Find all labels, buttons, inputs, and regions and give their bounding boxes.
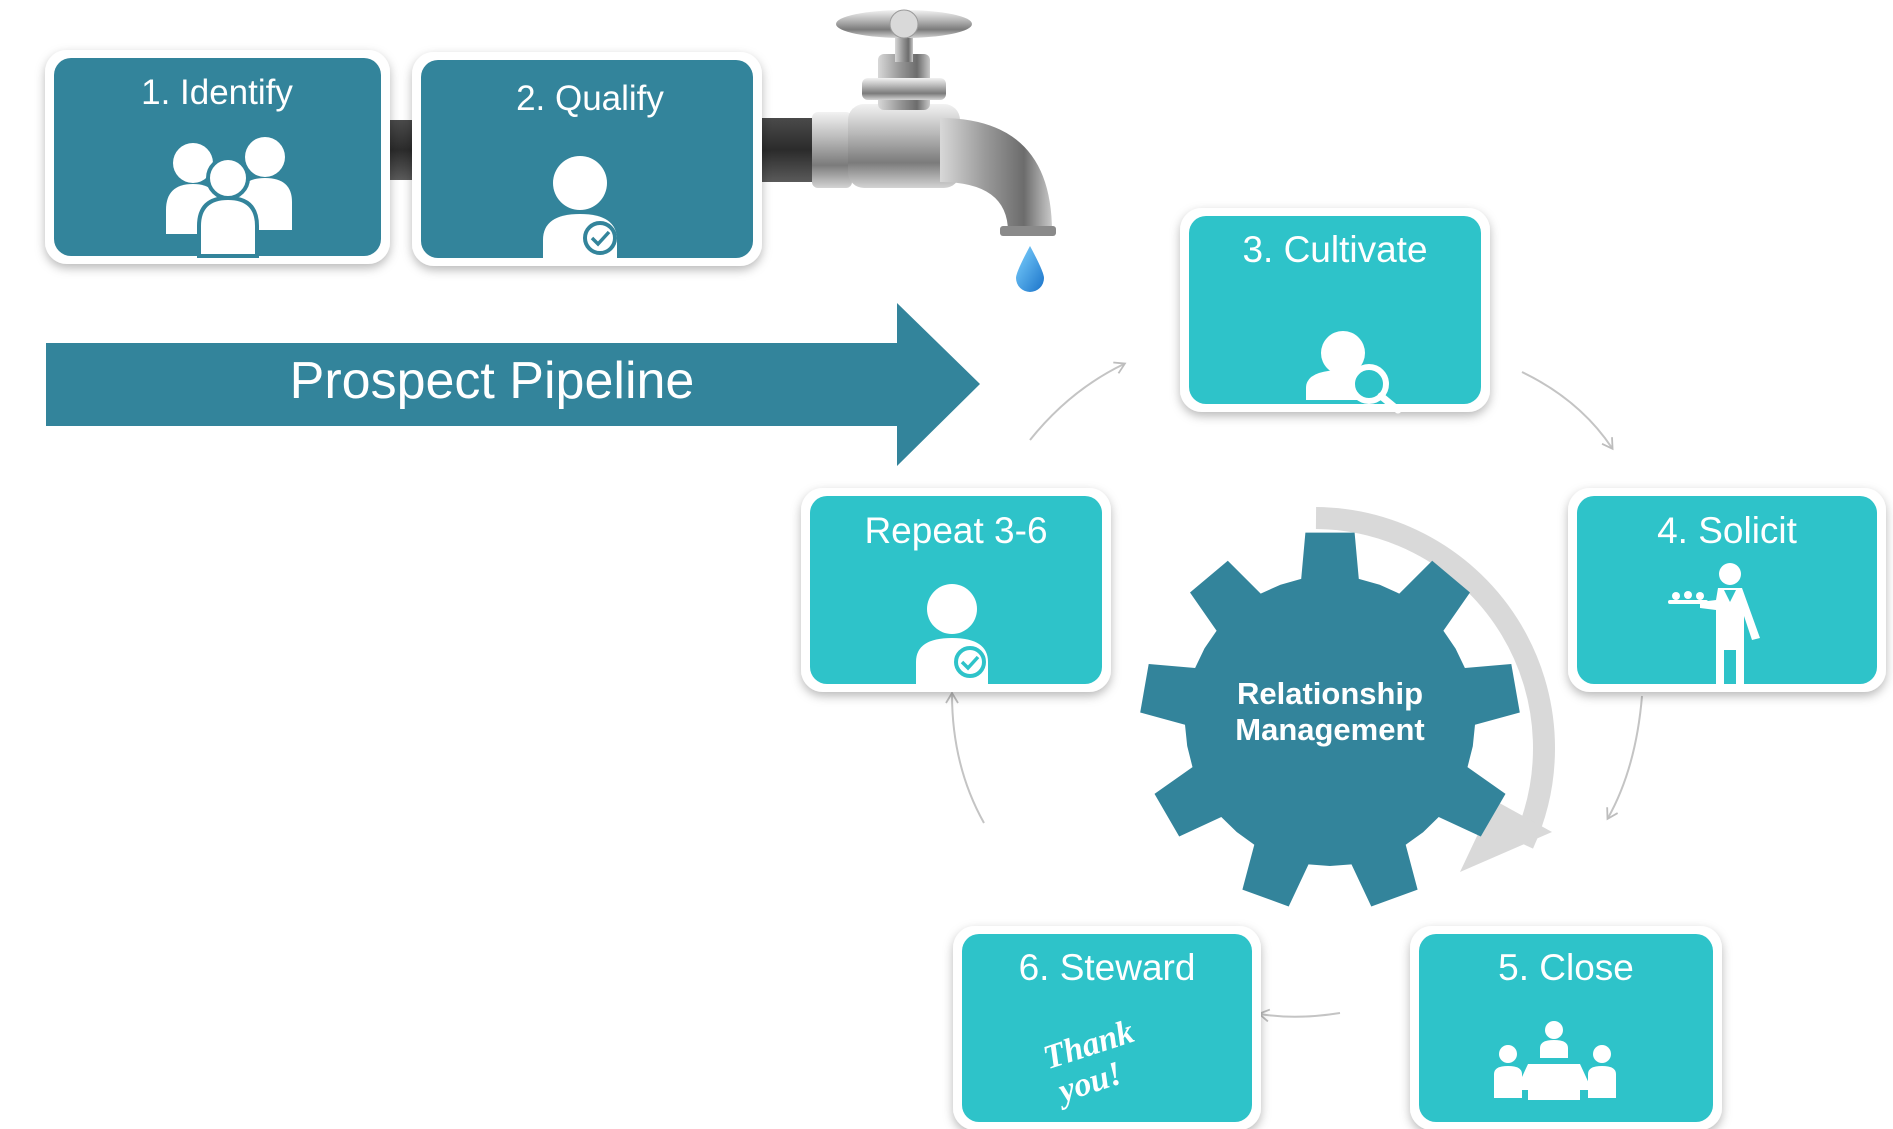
step-label: 3. Cultivate (1242, 229, 1427, 270)
waiter-serving-icon (1668, 563, 1760, 692)
step-label: 5. Close (1498, 947, 1634, 988)
rotation-arrow (1315, 507, 1555, 872)
cycle-arrows (945, 361, 1643, 1023)
cycle-step-repeat: Repeat 3-6 (801, 488, 1111, 692)
pipeline-step-identify: 1. Identify (45, 50, 390, 264)
water-drop-icon (1016, 246, 1044, 292)
person-search-icon (1306, 331, 1402, 414)
connector-pipe (760, 118, 820, 182)
step-label: 1. Identify (141, 73, 293, 112)
pipeline-step-qualify: 2. Qualify (412, 52, 762, 266)
gear-icon: Relationship Management (1140, 532, 1520, 907)
water-faucet-icon (812, 9, 1056, 236)
cycle-step-steward: 6. Steward Thank you! (953, 926, 1261, 1129)
step-label: 6. Steward (1019, 947, 1196, 988)
cycle-step-cultivate: 3. Cultivate (1180, 208, 1490, 414)
person-check-icon (543, 156, 617, 258)
group-people-icon (166, 137, 292, 258)
step-label: 4. Solicit (1657, 510, 1798, 551)
cycle-step-close: 5. Close (1410, 926, 1722, 1129)
cycle-step-solicit: 4. Solicit (1568, 488, 1886, 692)
step-label: 2. Qualify (516, 79, 664, 118)
center-label-line1: Relationship (1237, 676, 1423, 711)
meeting-table-icon (1494, 1021, 1616, 1100)
prospect-pipeline-arrow: Prospect Pipeline (46, 303, 980, 466)
pipeline-label: Prospect Pipeline (290, 352, 695, 410)
person-check-icon (916, 584, 988, 684)
center-label-line2: Management (1235, 712, 1424, 747)
step-label: Repeat 3-6 (864, 510, 1047, 551)
